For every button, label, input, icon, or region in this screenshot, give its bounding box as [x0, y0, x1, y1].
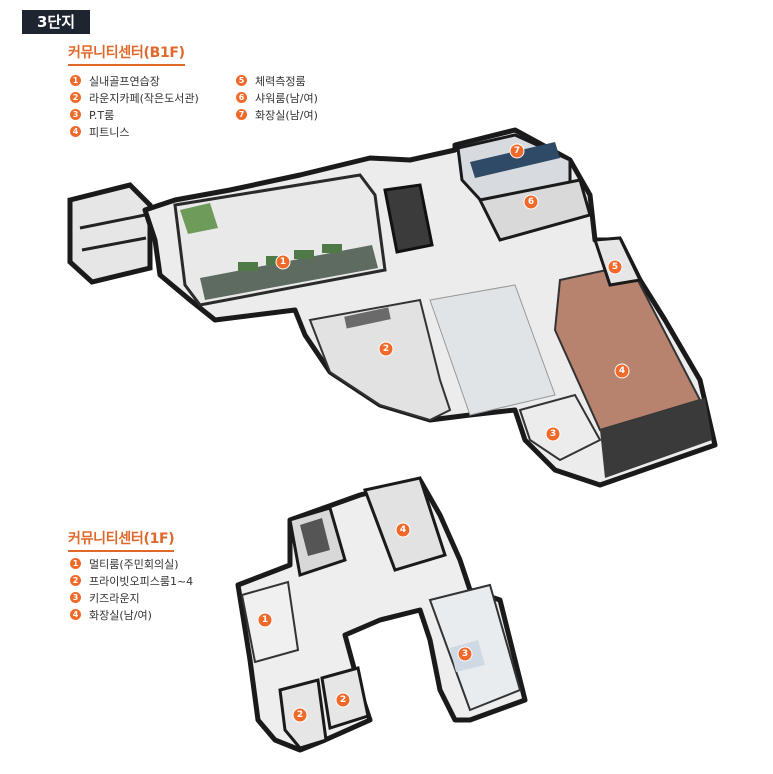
marker-kids: 3: [457, 646, 473, 662]
legend-item: 1 실내골프연습장: [70, 72, 199, 89]
number-badge: 2: [70, 575, 81, 586]
legend-label: 화장실(남/여): [255, 108, 318, 122]
svg-text:1: 1: [280, 257, 286, 267]
number-badge: 3: [70, 592, 81, 603]
putting-green: [180, 203, 218, 234]
b1f-title-underline: [68, 64, 185, 66]
number-badge: 2: [70, 92, 81, 103]
f1-title-underline: [68, 550, 175, 552]
f1-title: 커뮤니티센터(1F): [68, 528, 175, 552]
legend-item: 1 멀티룸(주민회의실): [70, 555, 193, 572]
legend-item: 2 라운지카페(작은도서관): [70, 89, 199, 106]
legend-item: 6 샤워룸(남/여): [236, 89, 318, 106]
fitness-dark-strip: [600, 398, 712, 478]
svg-text:4: 4: [400, 525, 406, 535]
svg-text:4: 4: [619, 366, 625, 376]
golf-bay-strip: [200, 245, 378, 300]
legend-label: 화장실(남/여): [89, 608, 152, 622]
b1f-floor-plan: [67, 127, 718, 488]
legend-item: 3 키즈라운지: [70, 589, 193, 606]
svg-text:2: 2: [340, 695, 346, 705]
number-badge: 3: [70, 109, 81, 120]
annex-wall: [79, 213, 146, 230]
svg-text:6: 6: [528, 197, 534, 207]
svg-text:2: 2: [383, 344, 389, 354]
pt-room: [518, 393, 602, 462]
marker-office-a: 2: [292, 707, 308, 723]
svg-text:1: 1: [262, 615, 268, 625]
cafe-counter: [344, 307, 391, 329]
number-badge: 4: [70, 609, 81, 620]
number-badge: 6: [236, 92, 247, 103]
legend-label: 키즈라운지: [89, 591, 140, 605]
legend-item: 4 화장실(남/여): [70, 606, 193, 623]
marker-measurement: 5: [607, 259, 623, 275]
legend-label: P.T룸: [89, 108, 115, 122]
f1-legend: 1 멀티룸(주민회의실) 2 프라이빗오피스룸1~4 3 키즈라운지 4 화장실(남/여…: [70, 555, 193, 623]
f1-floor-plan: [235, 476, 528, 753]
marker-pt: 3: [545, 426, 561, 442]
marker-shower: 6: [523, 194, 539, 210]
number-badge: 7: [236, 109, 247, 120]
green-mat: [322, 244, 342, 253]
marker-toilet-1f: 4: [395, 522, 411, 538]
b1f-legend-right: 5 체력측정룸 6 샤워룸(남/여) 7 화장실(남/여): [236, 72, 318, 123]
legend-label: 프라이빗오피스룸1~4: [89, 574, 194, 588]
svg-text:7: 7: [514, 146, 520, 156]
b1f-legend-left: 1 실내골프연습장 2 라운지카페(작은도서관) 3 P.T룸 4 피트니스: [70, 72, 199, 140]
b1f-annex: [67, 182, 153, 285]
number-badge: 1: [70, 558, 81, 569]
marker-golf: 1: [275, 254, 291, 270]
legend-label: 멀티룸(주민회의실): [89, 557, 179, 571]
legend-label: 라운지카페(작은도서관): [89, 91, 199, 105]
marker-fitness: 4: [614, 363, 630, 379]
toilet-stalls: [470, 142, 560, 178]
cafe-lounge: [308, 298, 452, 422]
legend-item: 7 화장실(남/여): [236, 106, 318, 123]
marker-cafe: 2: [378, 341, 394, 357]
f1-stair: [300, 518, 330, 556]
legend-label: 체력측정룸: [255, 74, 306, 88]
green-mat: [294, 250, 314, 259]
svg-text:2: 2: [297, 710, 303, 720]
svg-text:3: 3: [462, 649, 468, 659]
svg-text:3: 3: [550, 429, 556, 439]
marker-office-b: 2: [335, 692, 351, 708]
legend-item: 3 P.T룸: [70, 106, 199, 123]
complex-tag: 3단지: [22, 10, 90, 34]
legend-item: 4 피트니스: [70, 123, 199, 140]
green-mat: [238, 262, 258, 271]
b1f-title-text: 커뮤니티센터(B1F): [68, 45, 185, 61]
shower-block: [477, 178, 592, 242]
marker-toilet-b1f: 7: [509, 143, 525, 159]
atrium: [429, 284, 556, 416]
stair-core: [383, 183, 434, 254]
legend-label: 피트니스: [89, 125, 130, 139]
marker-multiroom: 1: [257, 612, 273, 628]
svg-text:5: 5: [612, 262, 618, 272]
number-badge: 4: [70, 126, 81, 137]
annex-wall: [81, 236, 147, 252]
b1f-title: 커뮤니티센터(B1F): [68, 42, 185, 66]
legend-item: 2 프라이빗오피스룸1~4: [70, 572, 193, 589]
f1-title-text: 커뮤니티센터(1F): [68, 531, 175, 547]
legend-label: 샤워룸(남/여): [255, 91, 318, 105]
number-badge: 1: [70, 75, 81, 86]
legend-item: 5 체력측정룸: [236, 72, 318, 89]
number-badge: 5: [236, 75, 247, 86]
legend-label: 실내골프연습장: [89, 74, 160, 88]
